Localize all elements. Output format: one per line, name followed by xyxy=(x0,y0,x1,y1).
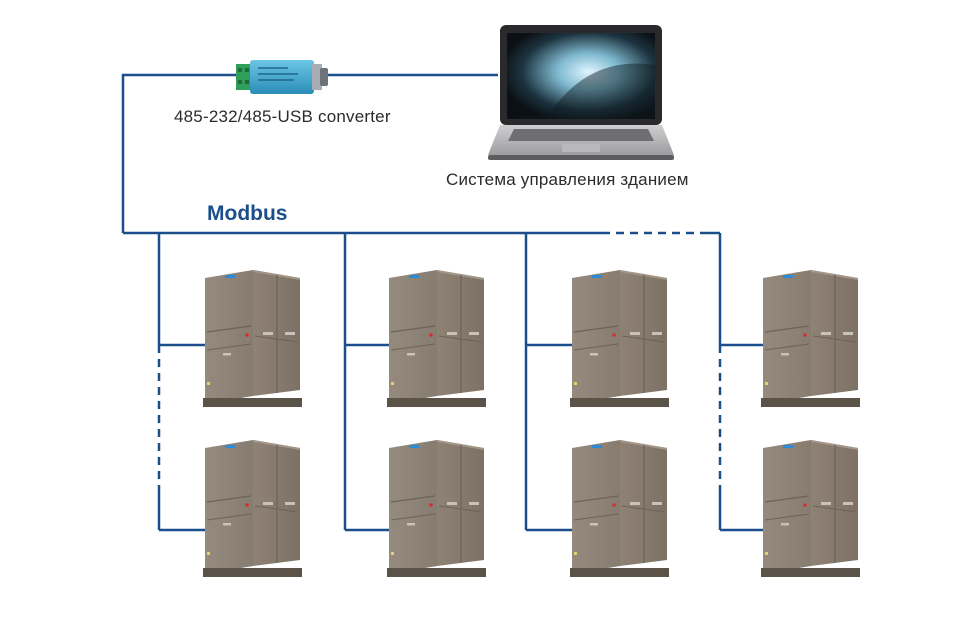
hvac-outdoor-unit-icon xyxy=(386,269,487,408)
hvac-outdoor-unit-icon xyxy=(386,439,487,578)
converter-label: 485-232/485-USB converter xyxy=(174,107,391,126)
laptop-icon xyxy=(488,25,674,160)
serial-converter-icon xyxy=(236,60,328,94)
hvac-outdoor-unit-icon xyxy=(760,269,861,408)
hvac-outdoor-unit-icon xyxy=(202,269,303,408)
building-management-label: Система управления зданием xyxy=(446,170,689,189)
network-wiring xyxy=(121,73,763,532)
bus-vertical-feed xyxy=(121,73,498,233)
bus-label: Modbus xyxy=(207,202,288,225)
hvac-outdoor-unit-icon xyxy=(202,439,303,578)
hvac-outdoor-unit-icon xyxy=(569,269,670,408)
hvac-outdoor-unit-icon xyxy=(569,439,670,578)
hvac-outdoor-unit-icon xyxy=(760,439,861,578)
